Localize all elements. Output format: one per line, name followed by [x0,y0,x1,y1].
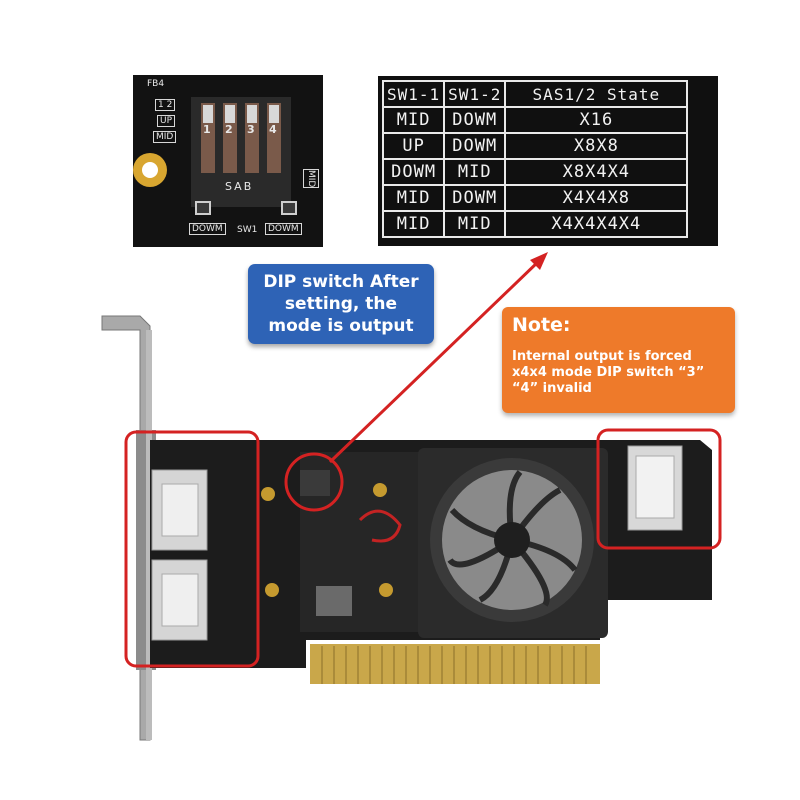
table-cell: DOWM [443,132,507,160]
header-state: SAS1/2 State [504,80,689,108]
silk-down-right: DOWM [265,223,302,235]
table-cell: UP [381,132,446,160]
switch-number-2: 2 [225,123,233,136]
table-cell: X4X4X4X4 [504,210,689,238]
table-cell: X8X8 [504,132,689,160]
table-cell: MID [381,184,446,212]
callout-line-3: mode is output [268,316,414,336]
table-row: UP DOWM X8X8 [381,132,689,160]
table-cell: MID [443,210,507,238]
note-title: Note: [512,314,571,336]
switch-number-4: 4 [269,123,277,136]
silk-sab: SAB [225,180,254,193]
table-cell: MID [381,210,446,238]
table-row: MID DOWM X4X4X8 [381,184,689,212]
solder-pad-left [195,201,211,215]
switch-number-3: 3 [247,123,255,136]
dip-switch-slots [195,103,287,175]
header-sw1-1: SW1-1 [381,80,446,108]
board-mounting-holes [261,483,393,597]
dip-switch-callout: DIP switch After setting, the mode is ou… [248,264,434,344]
highlight-external-ports [124,430,260,668]
table-row: DOWM MID X8X4X4 [381,158,689,186]
table-row: MID DOWM X16 [381,106,689,134]
header-sw1-2: SW1-2 [443,80,507,108]
switch-state-table: SW1-1 SW1-2 SAS1/2 State MID DOWM X16 UP… [378,76,718,246]
highlight-dip-switch [284,452,344,512]
silk-mid: MID [153,131,177,143]
table-cell: DOWM [443,184,507,212]
note-body: Internal output is forced x4x4 mode DIP … [512,349,705,396]
table-cell: X16 [504,106,689,134]
state-table: SW1-1 SW1-2 SAS1/2 State MID DOWM X16 UP… [381,80,689,238]
internal-connector [627,445,683,531]
switch-number-1: 1 [203,123,211,136]
board-components [300,470,352,616]
mounting-hole [133,153,167,187]
table-cell: X8X4X4 [504,158,689,186]
silk-up: UP [157,115,176,127]
table-cell: MID [381,106,446,134]
callout-line-2: setting, the [284,294,398,314]
pointer-arrow-line [328,258,542,464]
table-cell: X4X4X8 [504,184,689,212]
pointer-arrow-head [530,252,548,270]
table-cell: DOWM [443,106,507,134]
mounting-bracket [101,315,156,741]
silk-side-mid: MID [303,169,319,189]
table-header-row: SW1-1 SW1-2 SAS1/2 State [381,80,689,108]
table-row: MID MID X4X4X4X4 [381,210,689,238]
dip-switch-closeup: FB4 1 2 UP MID 1 2 3 4 SAB DOWM SW1 DOWM… [133,75,323,247]
external-connectors [151,469,208,641]
gold-fingers [310,644,600,684]
solder-pad-right [281,201,297,215]
highlight-internal-port [596,428,722,550]
note-callout: Note: Internal output is forced x4x4 mod… [502,307,735,413]
heatsink-fan [418,448,608,638]
table-cell: DOWM [381,158,446,186]
callout-line-1: DIP switch After [263,272,419,292]
silk-down-left: DOWM [189,223,226,235]
silk-sw1: SW1 [237,225,258,235]
wire-loop [358,509,402,543]
silk-fb4: FB4 [147,79,165,89]
silk-12: 1 2 [155,99,176,111]
table-cell: MID [443,158,507,186]
